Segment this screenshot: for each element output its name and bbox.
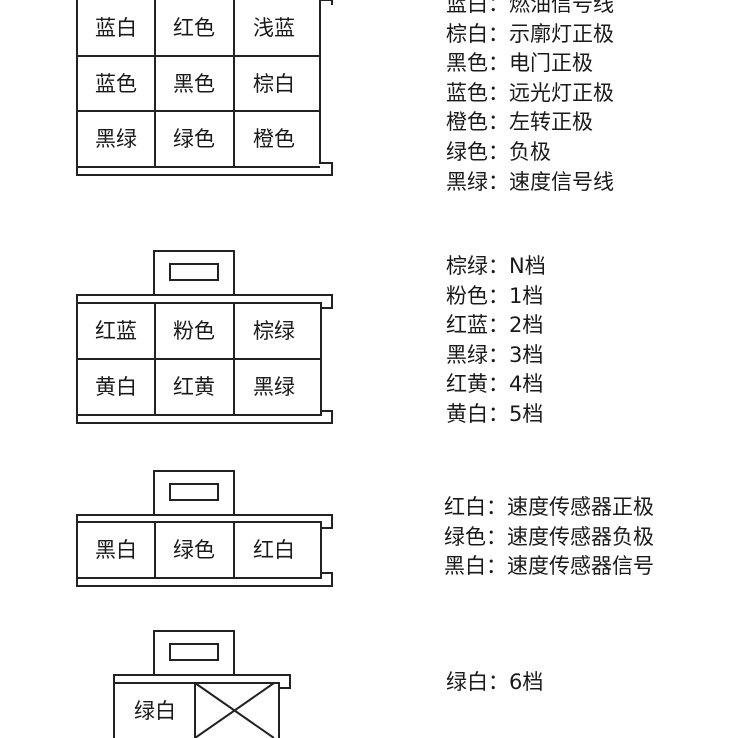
legend-item: 红蓝：2档 [446, 313, 544, 338]
pin-3-2: 绿色 [173, 538, 215, 562]
legend-connector-2: 棕绿：N档 粉色：1档 红蓝：2档 黑绿：3档 红黄：4档 黄白：5档 [446, 252, 546, 430]
pin-1-3: 浅蓝 [253, 16, 295, 40]
pin-1-5: 黑色 [173, 72, 215, 96]
connector-3-tab-slot [169, 483, 219, 501]
legend-item: 黑白：速度传感器信号 [444, 554, 654, 579]
connector-3-grid [154, 522, 235, 578]
legend-item: 红黄：4档 [446, 372, 544, 397]
legend-item: 黑绿：3档 [446, 342, 544, 367]
pin-2-1: 红蓝 [95, 319, 137, 343]
legend-item: 红白：速度传感器正极 [444, 495, 654, 519]
legend-item: 绿色：速度传感器负极 [444, 524, 654, 549]
pin-3-3: 红白 [253, 538, 295, 562]
connector-3-body [76, 521, 322, 579]
connector-1-housing [76, 0, 333, 176]
legend-connector-4: 绿白：6档 [446, 668, 543, 698]
legend-item: 绿色：负极 [446, 139, 551, 164]
unused-pin-cross-icon [194, 682, 275, 738]
connector-3-tab [153, 470, 235, 516]
pin-2-5: 红黄 [173, 375, 215, 399]
pin-1-8: 绿色 [173, 127, 215, 151]
pin-1-4: 蓝色 [95, 72, 137, 96]
connector-2-tab [153, 250, 235, 296]
connector-4: 绿白 [113, 630, 291, 738]
connector-4-tab-slot [169, 643, 219, 661]
legend-item: 蓝色：远光灯正极 [446, 80, 614, 105]
pin-2-3: 棕绿 [253, 319, 295, 343]
connector-2-tab-slot [169, 263, 219, 281]
legend-item: 粉色：1档 [446, 283, 544, 308]
pin-1-2: 红色 [173, 16, 215, 40]
connector-4-tab [153, 630, 235, 676]
connector-1-latch [320, 0, 333, 5]
connector-1: 蓝白 红色 浅蓝 蓝色 黑色 棕白 黑绿 绿色 橙色 [76, 0, 333, 176]
legend-item: 橙色：左转正极 [446, 110, 593, 135]
legend-item: 黑色：电门正极 [446, 51, 593, 76]
connector-2-grid [77, 303, 321, 415]
pin-1-1: 蓝白 [95, 16, 137, 40]
legend-item: 黑绿：速度信号线 [446, 169, 614, 194]
connector-3: 黑白 绿色 红白 [76, 470, 333, 587]
legend-item: 棕绿：N档 [446, 254, 546, 278]
legend-connector-1: 蓝白：燃油信号线 棕白：示廓灯正极 黑色：电门正极 蓝色：远光灯正极 橙色：左转… [446, 0, 614, 197]
legend-item: 棕白：示廓灯正极 [446, 21, 614, 46]
legend-connector-3: 红白：速度传感器正极 绿色：速度传感器负极 黑白：速度传感器信号 [444, 493, 654, 582]
pin-1-6: 棕白 [253, 72, 295, 96]
legend-item: 蓝白：燃油信号线 [446, 0, 614, 16]
pin-2-6: 黑绿 [253, 375, 295, 399]
pin-1-7: 黑绿 [95, 127, 137, 151]
pin-2-2: 粉色 [173, 319, 215, 343]
pin-3-1: 黑白 [95, 538, 137, 562]
pin-4-1: 绿白 [134, 699, 176, 723]
connector-2: 红蓝 粉色 棕绿 黄白 红黄 黑绿 [76, 250, 333, 424]
pin-1-9: 橙色 [253, 127, 295, 151]
legend-item: 黄白：5档 [446, 401, 544, 426]
legend-item: 绿白：6档 [446, 670, 544, 694]
pin-2-4: 黄白 [95, 375, 137, 399]
connector-1-grid [77, 0, 320, 168]
